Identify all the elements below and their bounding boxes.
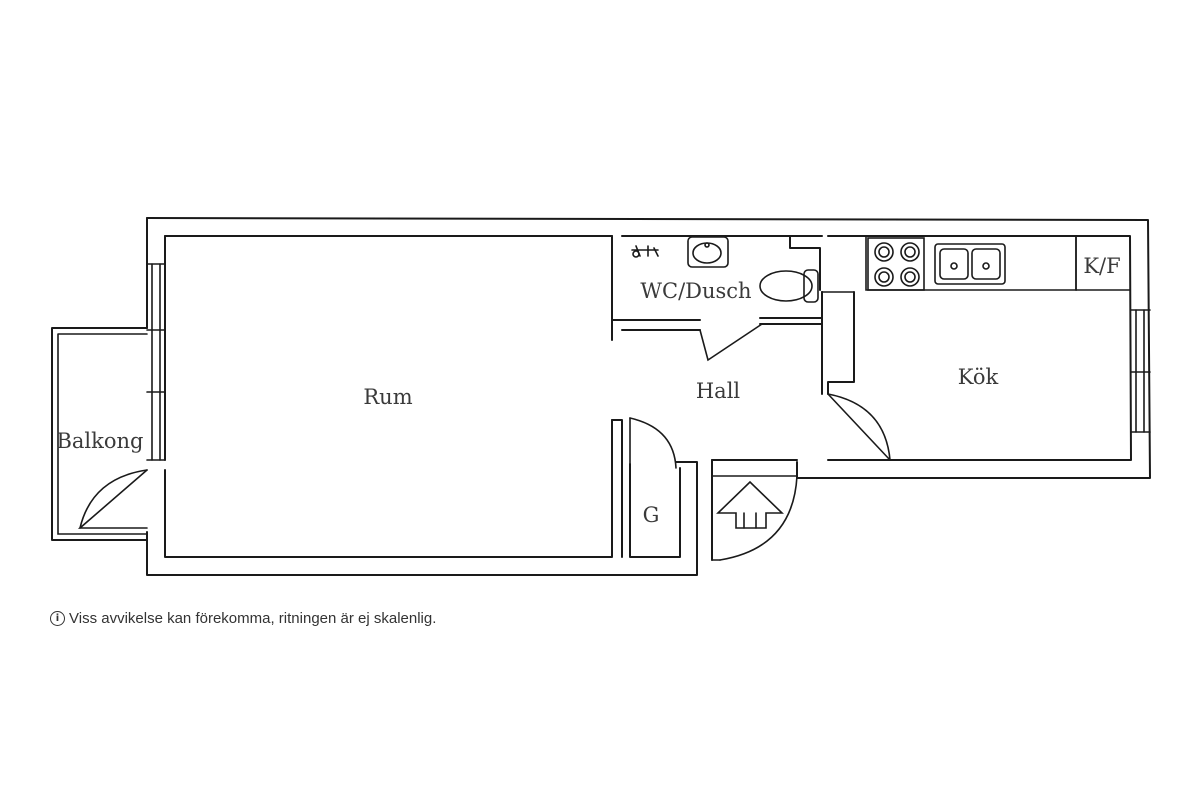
kitchen-counter (865, 235, 1131, 291)
shower-icon (631, 245, 659, 258)
room-label-kf: K/F (1083, 254, 1120, 278)
disclaimer-text: Viss avvikelse kan förekomma, ritningen … (69, 610, 437, 627)
kitchen-door (821, 291, 891, 461)
stove-icon (867, 237, 925, 291)
closet-walls (611, 417, 698, 558)
room-label-kok: Kök (958, 365, 999, 389)
room-label-balkong: Balkong (56, 429, 143, 453)
room-label-wc-dusch: WC/Dusch (640, 279, 751, 303)
outer-walls (146, 217, 1151, 576)
room-label-g: G (643, 503, 660, 527)
window-left (146, 263, 166, 461)
sink-icon (687, 236, 729, 268)
entrance-arrow-icon (716, 480, 784, 529)
toilet-icon (759, 269, 819, 303)
room-label-rum: Rum (363, 385, 412, 409)
disclaimer: i Viss avvikelse kan förekomma, ritninge… (50, 610, 436, 627)
entrance-door (711, 459, 798, 561)
room-label-hall: Hall (696, 379, 741, 403)
kitchen-sink-icon (934, 243, 1006, 285)
info-icon: i (50, 611, 65, 626)
balcony (51, 327, 148, 541)
window-right (1130, 309, 1151, 433)
